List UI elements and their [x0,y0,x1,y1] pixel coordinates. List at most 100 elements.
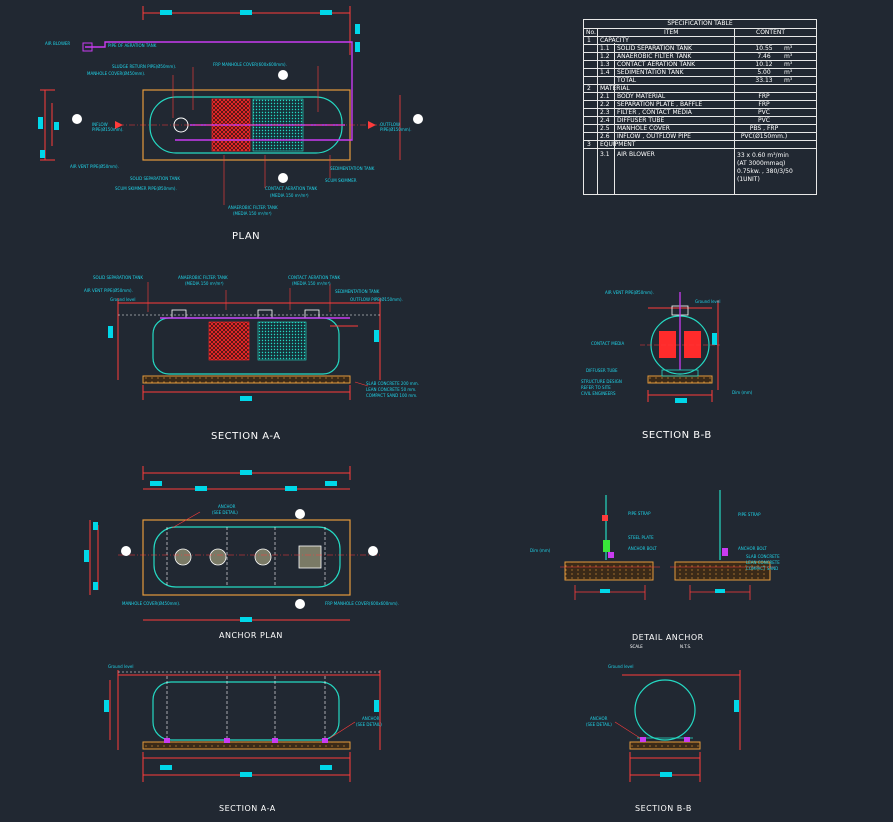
dimension-tick [160,765,172,770]
spec-row-item: FILTER , CONTACT MEDIA [617,109,692,116]
spec-row-no: 2 [587,85,591,92]
spec-row-content: 5.00 [757,69,771,76]
spec-row-item: MANHOLE COVER [617,125,670,132]
label-air-vent: AIR VENT PIPE(Ø50mm). [605,290,654,295]
leader-lines [172,66,331,205]
label-air-vent: AIR VENT PIPE(Ø50mm). [84,288,133,293]
spec-row-no: 2.1 [600,93,610,100]
spec-grid-line [614,43,615,194]
spec-row-content: PBS , FRP [749,125,779,132]
foundation-slab [647,375,713,384]
dimension-tick [104,700,109,712]
dimension-tick [84,550,89,562]
label-sedimentation: SEDIMENTATION TANK [335,289,380,294]
manhole-cover [209,548,227,566]
detail-right [670,490,775,600]
section-marker-icon [295,599,305,609]
label-anchor: ANCHOR [218,504,236,509]
label-contact-media: CONTACT MEDIA [591,341,625,346]
view-title-anchor-plan: ANCHOR PLAN [219,631,283,640]
contact-media [684,331,701,358]
label-sludge-return: SLUDGE RETURN PIPE(Ø50mm). [112,64,177,69]
dimension-line [109,670,381,782]
manhole-riser [304,309,320,319]
dimension-tick [285,486,297,491]
tank-shell [152,681,340,741]
spec-row-unit: m³ [784,77,793,84]
spec-row-no: 1.2 [600,53,610,60]
contact-media [257,321,307,361]
view-title-section-aa: SECTION A-A [211,431,281,442]
foundation-slab [142,375,351,384]
spec-row-content: PVC [758,109,770,116]
detail-scale-value: N.T.S. [680,644,692,649]
leader-lines [329,721,356,739]
label-civil-engineers: CIVIL ENGINEERS [581,391,616,396]
label-contact-aeration: CONTACT AERATION TANK [265,186,318,191]
spec-row-item: BODY MATERIAL [617,93,666,100]
spec-row-no: 3.1 [600,151,610,158]
tank-shell [634,679,696,741]
label-outflow: OUTFLOW PIPE(Ø150mm). [350,297,403,302]
dimension-tick [374,700,379,712]
strap-top [602,515,608,521]
view-title-section-aa2: SECTION A-A [219,804,276,813]
section-marker-icon [278,173,288,183]
dimension-tick [240,772,252,777]
dimension-tick [374,330,379,342]
label-manhole-frp: FRP MANHOLE COVER(600x600mm). [213,62,287,67]
dimension-tick [320,10,332,15]
label-solid-separation: SOLID SEPARATION TANK [130,176,180,181]
label-ground-level: Ground level [608,664,634,669]
spec-row-content: 10.55 [755,45,773,52]
foundation-slab [564,561,654,581]
label-scum-skimmer: SCUM SKIMMER [325,178,357,183]
label-steel-plate: STEEL PLATE [628,535,654,540]
spec-row-content: FRP [758,93,770,100]
spec-row-no: 1.3 [600,61,610,68]
dimension-tick [325,481,337,486]
dimension-tick [734,700,739,712]
dimension-line [40,89,55,161]
section-marker-icon [368,546,378,556]
label-anchor-bolt: ANCHOR BOLT [738,546,767,551]
anchor-block [603,540,610,552]
section-marker-icon [121,546,131,556]
dimension-tick [600,589,610,593]
view-title-plan: PLAN [232,231,261,242]
spec-row-unit: m³ [784,61,793,68]
manhole-cover [254,548,272,566]
section-marker-icon [295,509,305,519]
anaerobic-media [208,321,250,361]
spec-table-title: SPECIFICATION TABLE [584,20,816,29]
spec-row-no: 2.3 [600,109,610,116]
label-ground-level: Ground level [110,297,136,302]
label-manhole-small: MANHOLE COVER(Ø450mm). [87,71,146,76]
dimension-tick [150,481,162,486]
label-lean-concrete: LEAN CONCRETE [746,560,780,565]
label-see-detail: (SEE DETAIL) [356,722,382,727]
dimension-tick [54,122,59,130]
section-aa2-view [104,670,381,782]
view-title-section-bb2: SECTION B-B [635,804,692,813]
dimension-tick [160,10,172,15]
contact-media [659,331,676,358]
dimension-tick [240,617,252,622]
anchor-bolt [722,548,728,556]
label-air-blower: AIR BLOWER [45,41,71,46]
label-sedimentation: SEDIMENTATION TANK [330,166,375,171]
section-marker-icon [413,114,423,124]
dimension-tick [240,10,252,15]
spec-row-item: INFLOW , OUTFLOW PIPE [617,133,691,140]
label-ground-level: Ground level [108,664,134,669]
spec-row-unit: m³ [784,69,793,76]
leader-lines [171,511,201,529]
spec-row-item: EQUIPMENT [600,141,636,148]
label-pipe-strap: PIPE STRAP [628,511,651,516]
spec-row-content: 7.46 [757,53,771,60]
label-scum-skimmer-pipe: SCUM SKIMMER PIPE(Ø50mm). [115,186,177,191]
